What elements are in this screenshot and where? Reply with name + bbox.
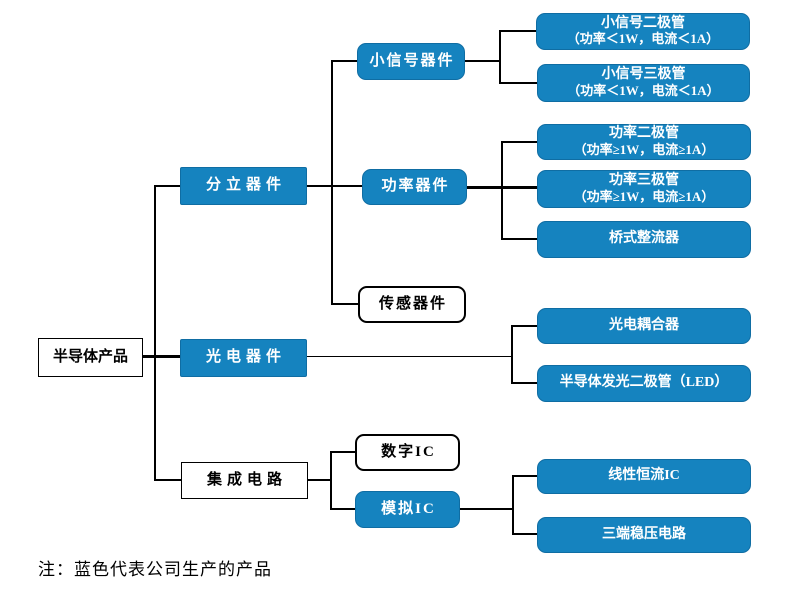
node-semiconductor-products: 半导体产品 <box>38 338 143 377</box>
connector <box>499 30 501 84</box>
connector <box>512 475 514 535</box>
node-label: 分立器件 <box>205 177 286 194</box>
connector <box>500 82 537 84</box>
connector <box>330 451 332 510</box>
node-power-triode: 功率三极管 （功率≥1W，电流≥1A） <box>537 170 751 208</box>
node-linear-constant-current-ic: 线性恒流IC <box>537 459 751 494</box>
node-label: 半导体产品 <box>52 348 128 365</box>
connector <box>465 60 500 62</box>
node-label: 小信号二极管 <box>601 15 685 31</box>
node-label: 模拟IC <box>381 500 436 517</box>
node-digital-ic: 数字IC <box>355 434 460 471</box>
node-power-devices: 功率器件 <box>362 169 467 205</box>
node-label: 光电耦合器 <box>609 317 679 333</box>
connector <box>502 141 537 143</box>
connector <box>513 533 537 535</box>
node-bridge-rectifier: 桥式整流器 <box>537 221 751 258</box>
node-label: 桥式整流器 <box>609 231 679 247</box>
node-sublabel: （功率≥1W，电流≥1A） <box>573 188 715 204</box>
connector <box>512 325 537 327</box>
connector <box>332 303 358 305</box>
node-integrated-circuits: 集成电路 <box>181 462 308 499</box>
node-small-signal-triode: 小信号三极管 （功率＜1W，电流＜1A） <box>537 64 750 102</box>
node-label: 半导体发光二极管（LED） <box>559 375 729 391</box>
node-three-terminal-regulator: 三端稳压电路 <box>537 517 751 553</box>
connector <box>143 355 180 358</box>
connector <box>154 185 156 481</box>
node-small-signal-diode: 小信号二极管 （功率＜1W，电流＜1A） <box>536 13 750 50</box>
connector <box>307 185 362 187</box>
connector <box>332 60 357 62</box>
node-label: 集成电路 <box>206 471 287 488</box>
connector <box>501 141 503 240</box>
connector <box>155 479 181 481</box>
node-label: 光电器件 <box>205 349 286 366</box>
connector <box>155 185 180 187</box>
node-label: 小信号器件 <box>369 52 455 69</box>
connector <box>512 382 537 384</box>
node-optoelectronic-devices: 光电器件 <box>180 339 307 377</box>
node-label: 数字IC <box>381 443 436 460</box>
connector <box>331 508 355 510</box>
node-label: 功率器件 <box>381 178 450 195</box>
node-analog-ic: 模拟IC <box>355 491 460 528</box>
connector <box>331 451 355 453</box>
node-label: 功率三极管 <box>609 173 679 189</box>
connector <box>511 325 513 384</box>
legend-note: 注：蓝色代表公司生产的产品 <box>38 560 272 579</box>
node-photocoupler: 光电耦合器 <box>537 308 751 344</box>
node-label: 线性恒流IC <box>608 468 680 484</box>
connector <box>307 356 512 357</box>
node-sublabel: （功率＜1W，电流＜1A） <box>567 82 720 98</box>
node-sensor-devices: 传感器件 <box>358 286 466 323</box>
connector <box>331 60 333 305</box>
node-led: 半导体发光二极管（LED） <box>537 365 751 402</box>
node-label: 小信号三极管 <box>601 67 686 83</box>
node-label: 功率二极管 <box>609 126 679 142</box>
node-power-diode: 功率二极管 （功率≥1W，电流≥1A） <box>537 124 751 160</box>
node-small-signal-devices: 小信号器件 <box>357 43 465 80</box>
connector <box>500 30 536 32</box>
node-label: 传感器件 <box>378 295 447 312</box>
connector <box>460 508 513 510</box>
node-sublabel: （功率＜1W，电流＜1A） <box>566 31 720 47</box>
connector <box>502 238 537 240</box>
node-sublabel: （功率≥1W，电流≥1A） <box>573 141 715 157</box>
connector <box>513 475 537 477</box>
node-label: 三端稳压电路 <box>602 526 686 542</box>
node-discrete-devices: 分立器件 <box>180 167 307 205</box>
connector <box>308 479 331 481</box>
